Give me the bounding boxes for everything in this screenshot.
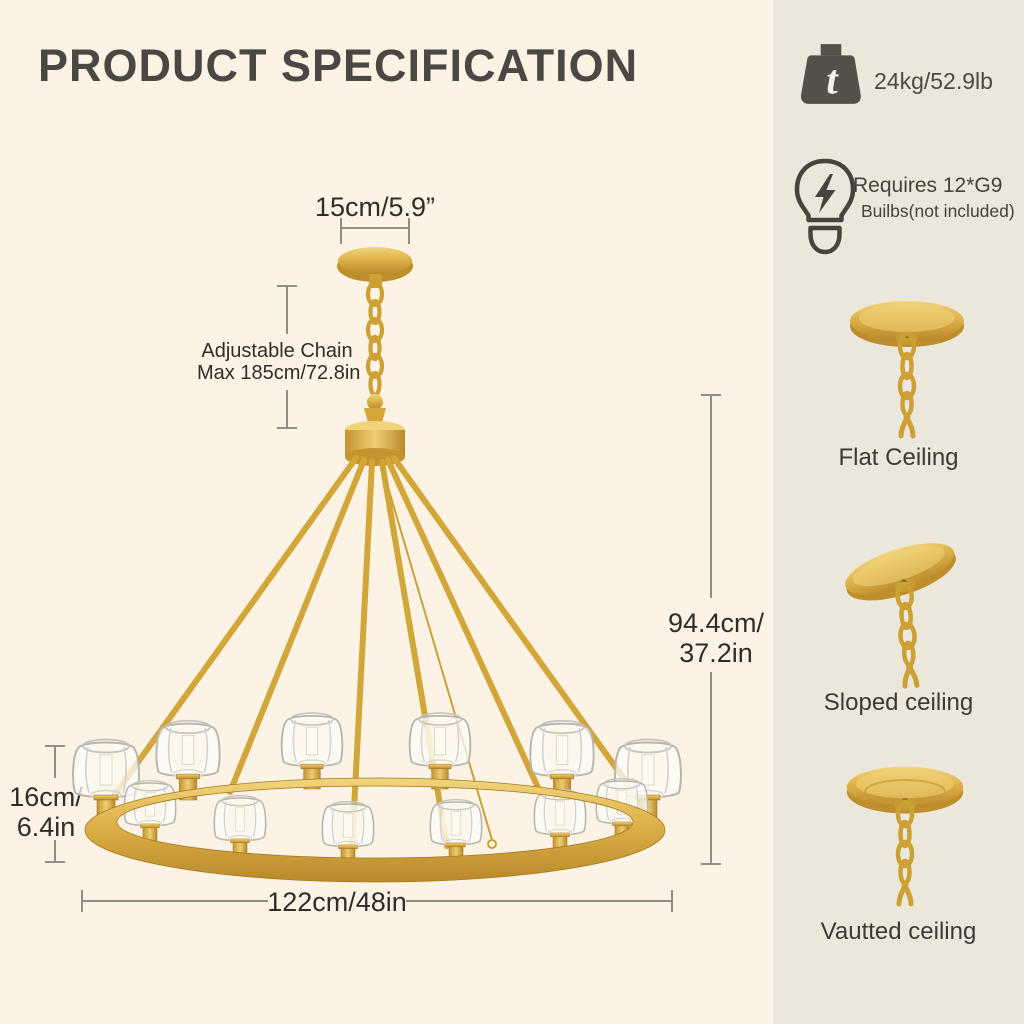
weight-icon: t — [798, 42, 864, 108]
dim-shade-line1: 16cm/ — [9, 782, 83, 812]
dim-chain-label: Adjustable Chain Max 185cm/72.8in — [197, 340, 361, 385]
page-title: PRODUCT SPECIFICATION — [38, 40, 639, 91]
spec-sidebar — [773, 0, 1024, 1024]
chandelier — [72, 247, 682, 883]
bulb-requirement-line2: Builbs(not included) — [861, 201, 1015, 222]
bulb-requirement-line1: Requires 12*G9 — [853, 174, 1003, 197]
weight-label: 24kg/52.9lb — [874, 68, 993, 94]
dim-chain-line1: Adjustable Chain — [201, 340, 353, 362]
dim-height-line2: 37.2in — [679, 638, 753, 669]
dim-shade-height-label: 16cm/ 6.4in — [0, 782, 92, 842]
dimension-lines — [45, 218, 721, 912]
dim-height-line1: 94.4cm/ — [667, 608, 765, 638]
dim-diameter-label: 122cm/48in — [267, 887, 407, 917]
mount-label-sloped: Sloped ceiling — [823, 689, 974, 716]
bulb-icon — [790, 156, 860, 260]
dim-canopy-width-label: 15cm/5.9” — [314, 192, 436, 222]
svg-text:t: t — [826, 57, 839, 103]
dim-chain-line2: Max 185cm/72.8in — [197, 362, 361, 385]
dim-height-label: 94.4cm/ 37.2in — [646, 608, 786, 668]
dim-shade-line2: 6.4in — [16, 812, 76, 843]
bulb-requirement: Requires 12*G9 Builbs(not included) — [853, 172, 1015, 224]
mount-label-vaulted: Vautted ceiling — [820, 918, 977, 945]
mount-label-flat: Flat Ceiling — [838, 444, 959, 471]
